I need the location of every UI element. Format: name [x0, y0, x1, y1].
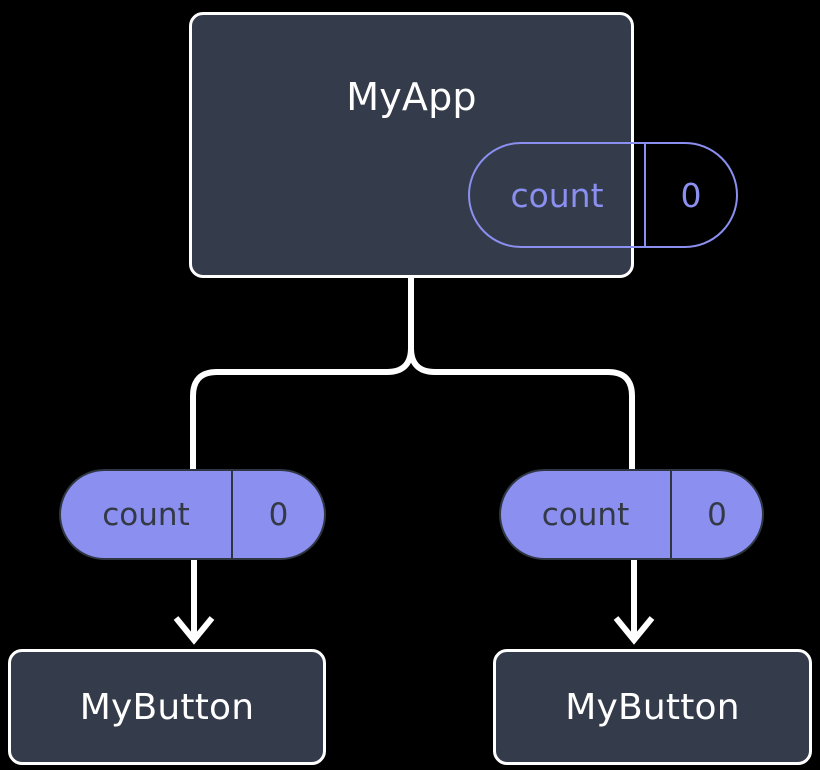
mybutton-right-title: MyButton	[565, 687, 740, 728]
state-pill-left[interactable]: count 0	[59, 469, 326, 560]
fork-edge-right-branch	[408, 345, 635, 473]
arrow-right	[613, 560, 655, 645]
myapp-node[interactable]: MyApp count 0	[189, 12, 738, 278]
state-pill-right-value: 0	[707, 496, 727, 533]
myapp-state-value: 0	[680, 175, 702, 215]
state-pill-left-key: count	[61, 471, 233, 558]
state-pill-right-key: count	[501, 471, 672, 558]
state-pill-right[interactable]: count 0	[499, 469, 764, 560]
state-pill-left-value: 0	[268, 496, 289, 533]
mybutton-left[interactable]: MyButton	[8, 649, 326, 765]
mybutton-left-title: MyButton	[79, 687, 255, 728]
myapp-title: MyApp	[346, 75, 477, 119]
myapp-state-pill[interactable]: count 0	[468, 142, 738, 248]
myapp-state-key: count	[470, 144, 646, 246]
arrow-left	[173, 560, 215, 645]
fork-edge	[190, 275, 414, 473]
mybutton-right[interactable]: MyButton	[493, 649, 812, 765]
